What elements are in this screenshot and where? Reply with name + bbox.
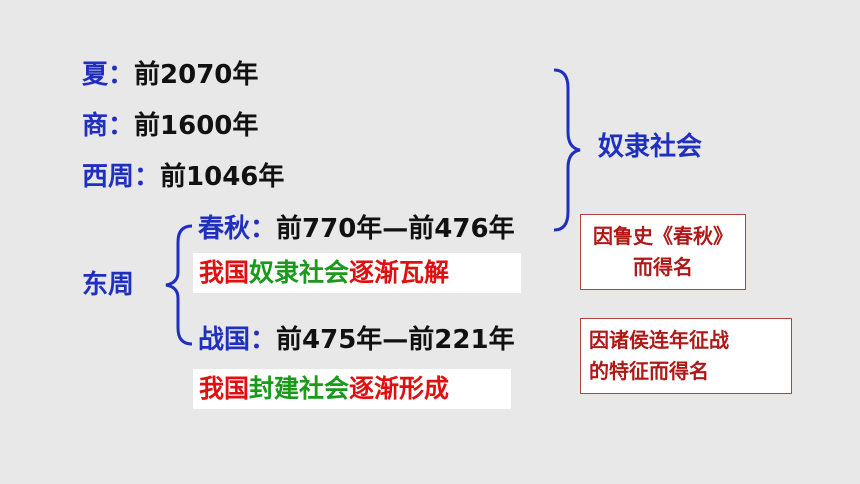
note-zhanguo: 因诸侯连年征战 的特征而得名 [580,318,792,394]
separator: ： [134,162,161,192]
zhanguo-row: 战国：前475年—前221年 [198,323,515,357]
period-name: 战国 [198,325,251,355]
dynasty-name: 西周 [82,162,135,192]
highlight-text: 逐渐形成 [349,374,450,403]
dynasty-name: 夏 [82,60,109,90]
highlight-feudal-form: 我国封建社会逐渐形成 [193,369,511,409]
period-name: 春秋 [198,214,251,244]
dynasty-date: 前1046年 [160,162,285,192]
highlight-text: 我国 [199,258,250,287]
dongzhou-label: 东周 [82,270,135,300]
dynasty-date: 前2070年 [134,60,259,90]
note-chunqiu: 因鲁史《春秋》 而得名 [580,214,746,290]
separator: ： [250,214,277,244]
highlight-text: 我国 [199,374,250,403]
chunqiu-row: 春秋：前770年—前476年 [198,212,515,246]
note-line: 的特征而得名 [589,359,709,383]
note-line: 而得名 [633,255,693,279]
separator: ： [250,325,277,355]
separator: ： [108,60,135,90]
dynasty-row-xizhou: 西周：前1046年 [82,160,284,194]
highlight-text: 奴隶社会 [249,258,350,287]
period-date: 前770年—前476年 [276,214,515,244]
highlight-slave-collapse: 我国奴隶社会逐渐瓦解 [193,253,521,293]
note-line: 因鲁史《春秋》 [593,224,733,248]
note-line: 因诸侯连年征战 [589,328,729,352]
dynasty-row-shang: 商：前1600年 [82,109,258,143]
left-brace-icon [165,224,193,346]
highlight-text: 封建社会 [249,374,350,403]
dynasty-name: 商 [82,111,109,141]
dynasty-date: 前1600年 [134,111,259,141]
slave-society-label: 奴隶社会 [598,132,703,162]
right-brace-icon [553,68,581,232]
dynasty-row-xia: 夏：前2070年 [82,58,258,92]
period-date: 前475年—前221年 [276,325,515,355]
highlight-text: 逐渐瓦解 [349,258,450,287]
separator: ： [108,111,135,141]
